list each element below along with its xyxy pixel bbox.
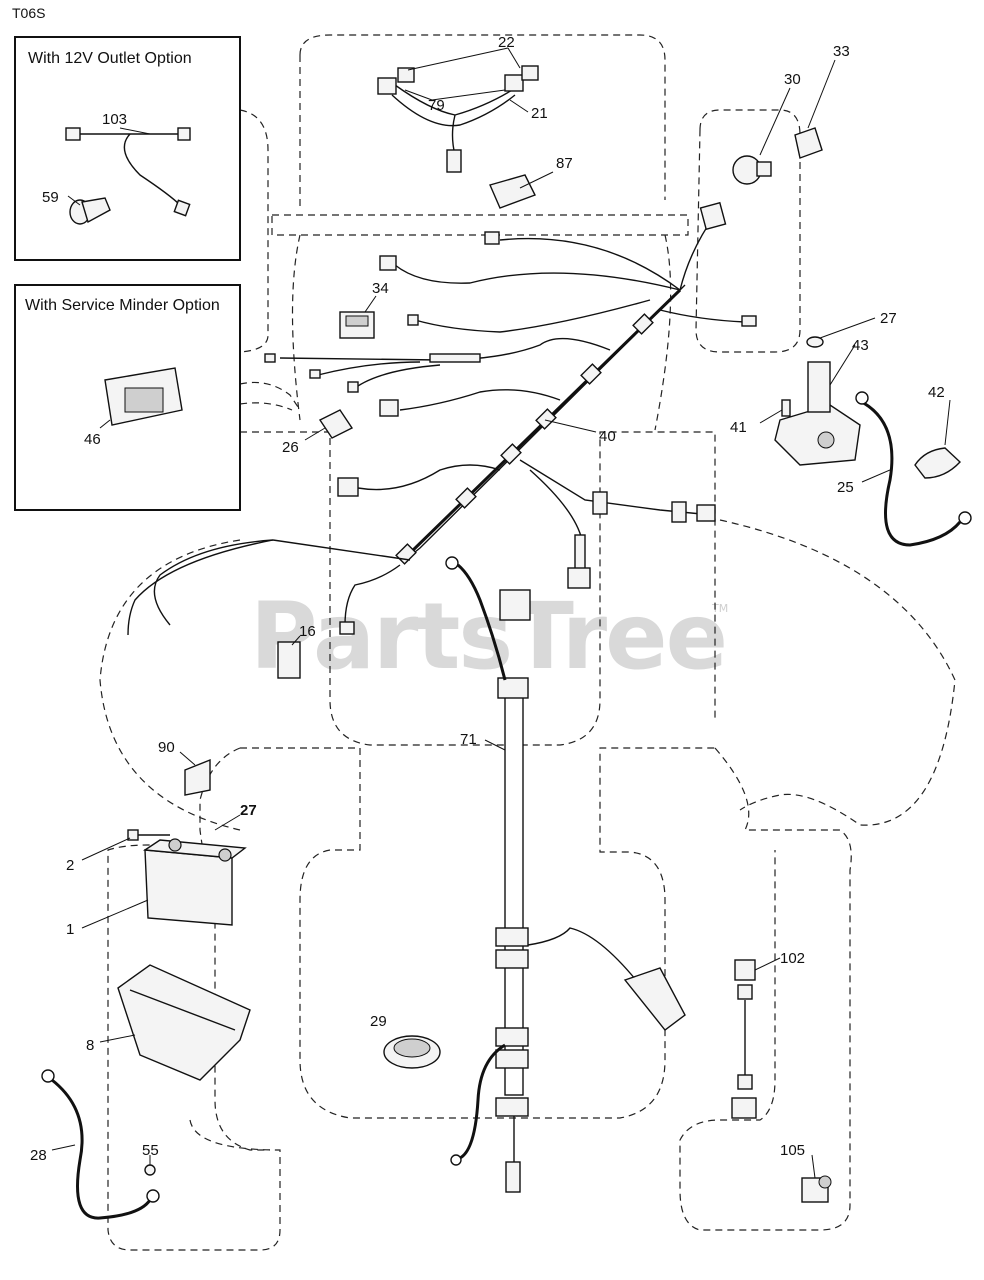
- switch-34: [339, 311, 375, 339]
- callout-2: 2: [66, 857, 74, 874]
- callout-labels: 22 79 21 87 33 30 27 43 42 41 25 40 34 2…: [30, 34, 945, 1164]
- callout-71: 71: [460, 731, 477, 748]
- headlight-harness: [377, 65, 539, 173]
- outlet-harness-103: [65, 127, 191, 217]
- callout-79: 79: [428, 97, 445, 114]
- callout-29: 29: [370, 1013, 387, 1030]
- cable-28: [41, 1069, 160, 1220]
- harness-71: [445, 556, 686, 1193]
- callout-26: 26: [282, 439, 299, 456]
- relay-87: [489, 174, 536, 209]
- callout-90: 90: [158, 739, 175, 756]
- callout-87: 87: [556, 155, 573, 172]
- harness-102: [731, 959, 757, 1119]
- boot-42: [914, 447, 961, 479]
- callout-21: 21: [531, 105, 548, 122]
- callout-59: 59: [42, 189, 59, 206]
- key-33: [794, 127, 823, 159]
- ignition-switch-30: [732, 155, 772, 185]
- callout-41: 41: [730, 419, 747, 436]
- callout-25: 25: [837, 479, 854, 496]
- solenoid-43: [774, 336, 861, 466]
- grommet-29: [383, 1035, 441, 1069]
- battery-1: [142, 838, 247, 926]
- watermark-text: PartsTree: [250, 583, 726, 690]
- callout-8: 8: [86, 1037, 94, 1054]
- power-outlet-59: [69, 197, 111, 225]
- service-minder-46: [104, 367, 183, 426]
- outlet-option-box: With 12V Outlet Option: [14, 36, 241, 261]
- callout-1: 1: [66, 921, 74, 938]
- callout-42: 42: [928, 384, 945, 401]
- callout-28: 28: [30, 1147, 47, 1164]
- bracket-90: [184, 758, 211, 796]
- bolt-2: [127, 829, 170, 841]
- callout-103: 103: [102, 111, 127, 128]
- callout-46: 46: [84, 431, 101, 448]
- bolt-41: [781, 399, 791, 417]
- watermark-trademark: TM: [711, 602, 728, 615]
- leader-lines: [51, 47, 951, 1179]
- main-harness-40: [127, 201, 757, 636]
- callout-30: 30: [784, 71, 801, 88]
- callout-22: 22: [498, 34, 515, 51]
- fuse-26: [318, 409, 354, 439]
- minder-option-title: With Service Minder Option: [25, 297, 220, 314]
- callout-105: 105: [780, 1142, 805, 1159]
- callout-102: 102: [780, 950, 805, 967]
- minder-option-box: With Service Minder Option: [14, 284, 241, 511]
- callout-40: 40: [599, 428, 616, 445]
- nut-55: [144, 1164, 156, 1176]
- solenoid-105: [801, 1175, 832, 1203]
- callout-27-battery: 27: [240, 802, 257, 819]
- callout-43: 43: [852, 337, 869, 354]
- callout-34: 34: [372, 280, 389, 297]
- callout-33: 33: [833, 43, 850, 60]
- outlet-option-title: With 12V Outlet Option: [28, 50, 192, 67]
- battery-tray-8: [117, 964, 251, 1081]
- diagram-code: T06S: [12, 5, 45, 21]
- cable-25: [855, 391, 972, 547]
- switch-16: [277, 641, 301, 679]
- callout-27-solenoid: 27: [880, 310, 897, 327]
- callout-55: 55: [142, 1142, 159, 1159]
- callout-16: 16: [299, 623, 316, 640]
